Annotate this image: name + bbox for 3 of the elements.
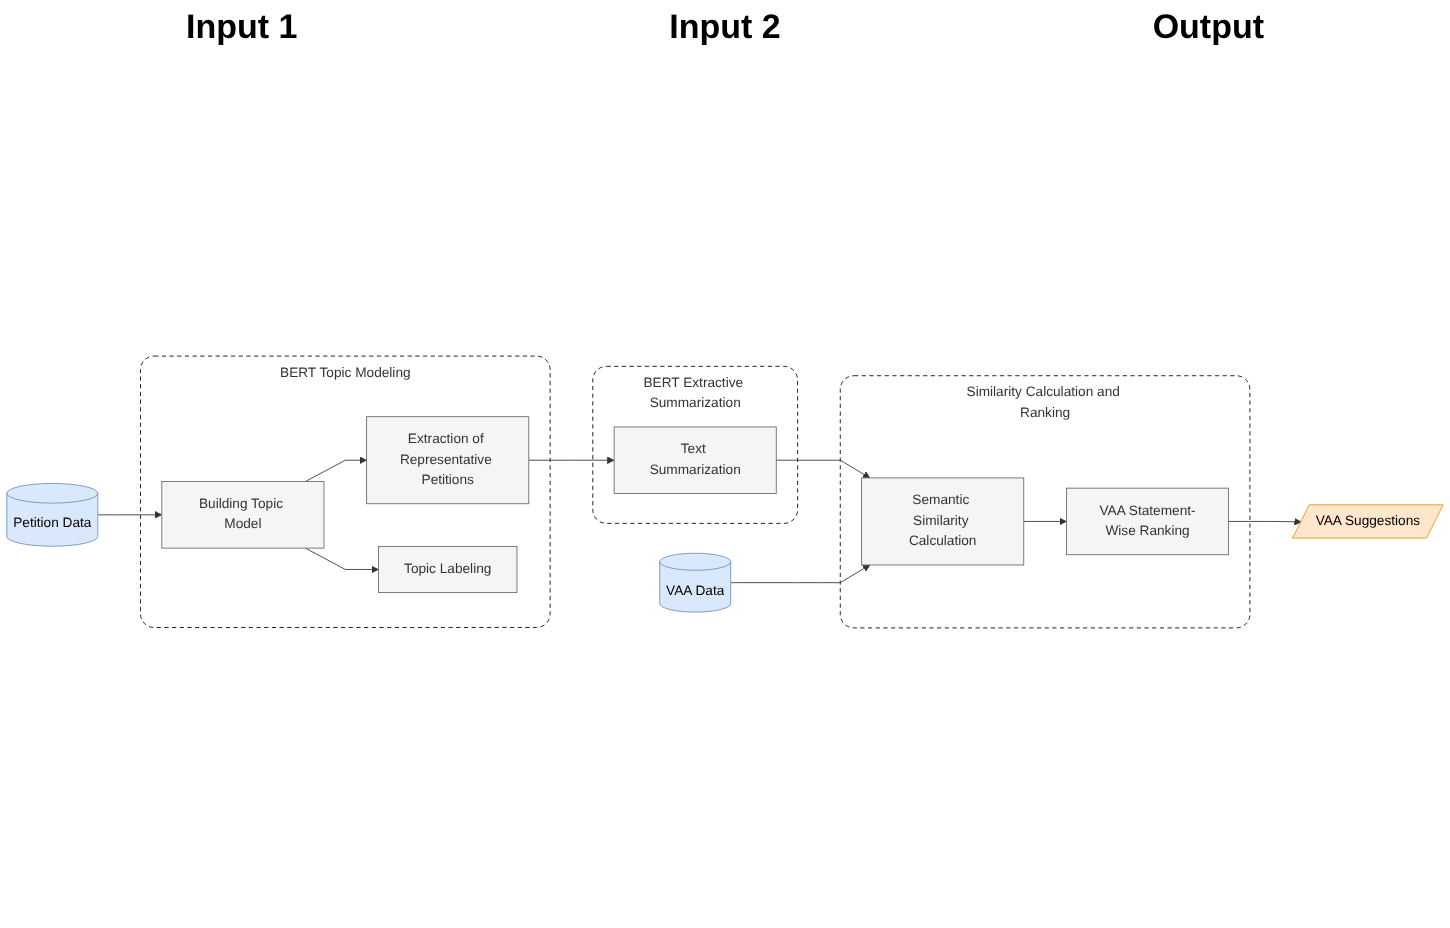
caption-text: Input 2: [669, 8, 781, 48]
caption-text: Input 1: [185, 8, 298, 48]
caption-text: Output: [1152, 8, 1265, 48]
